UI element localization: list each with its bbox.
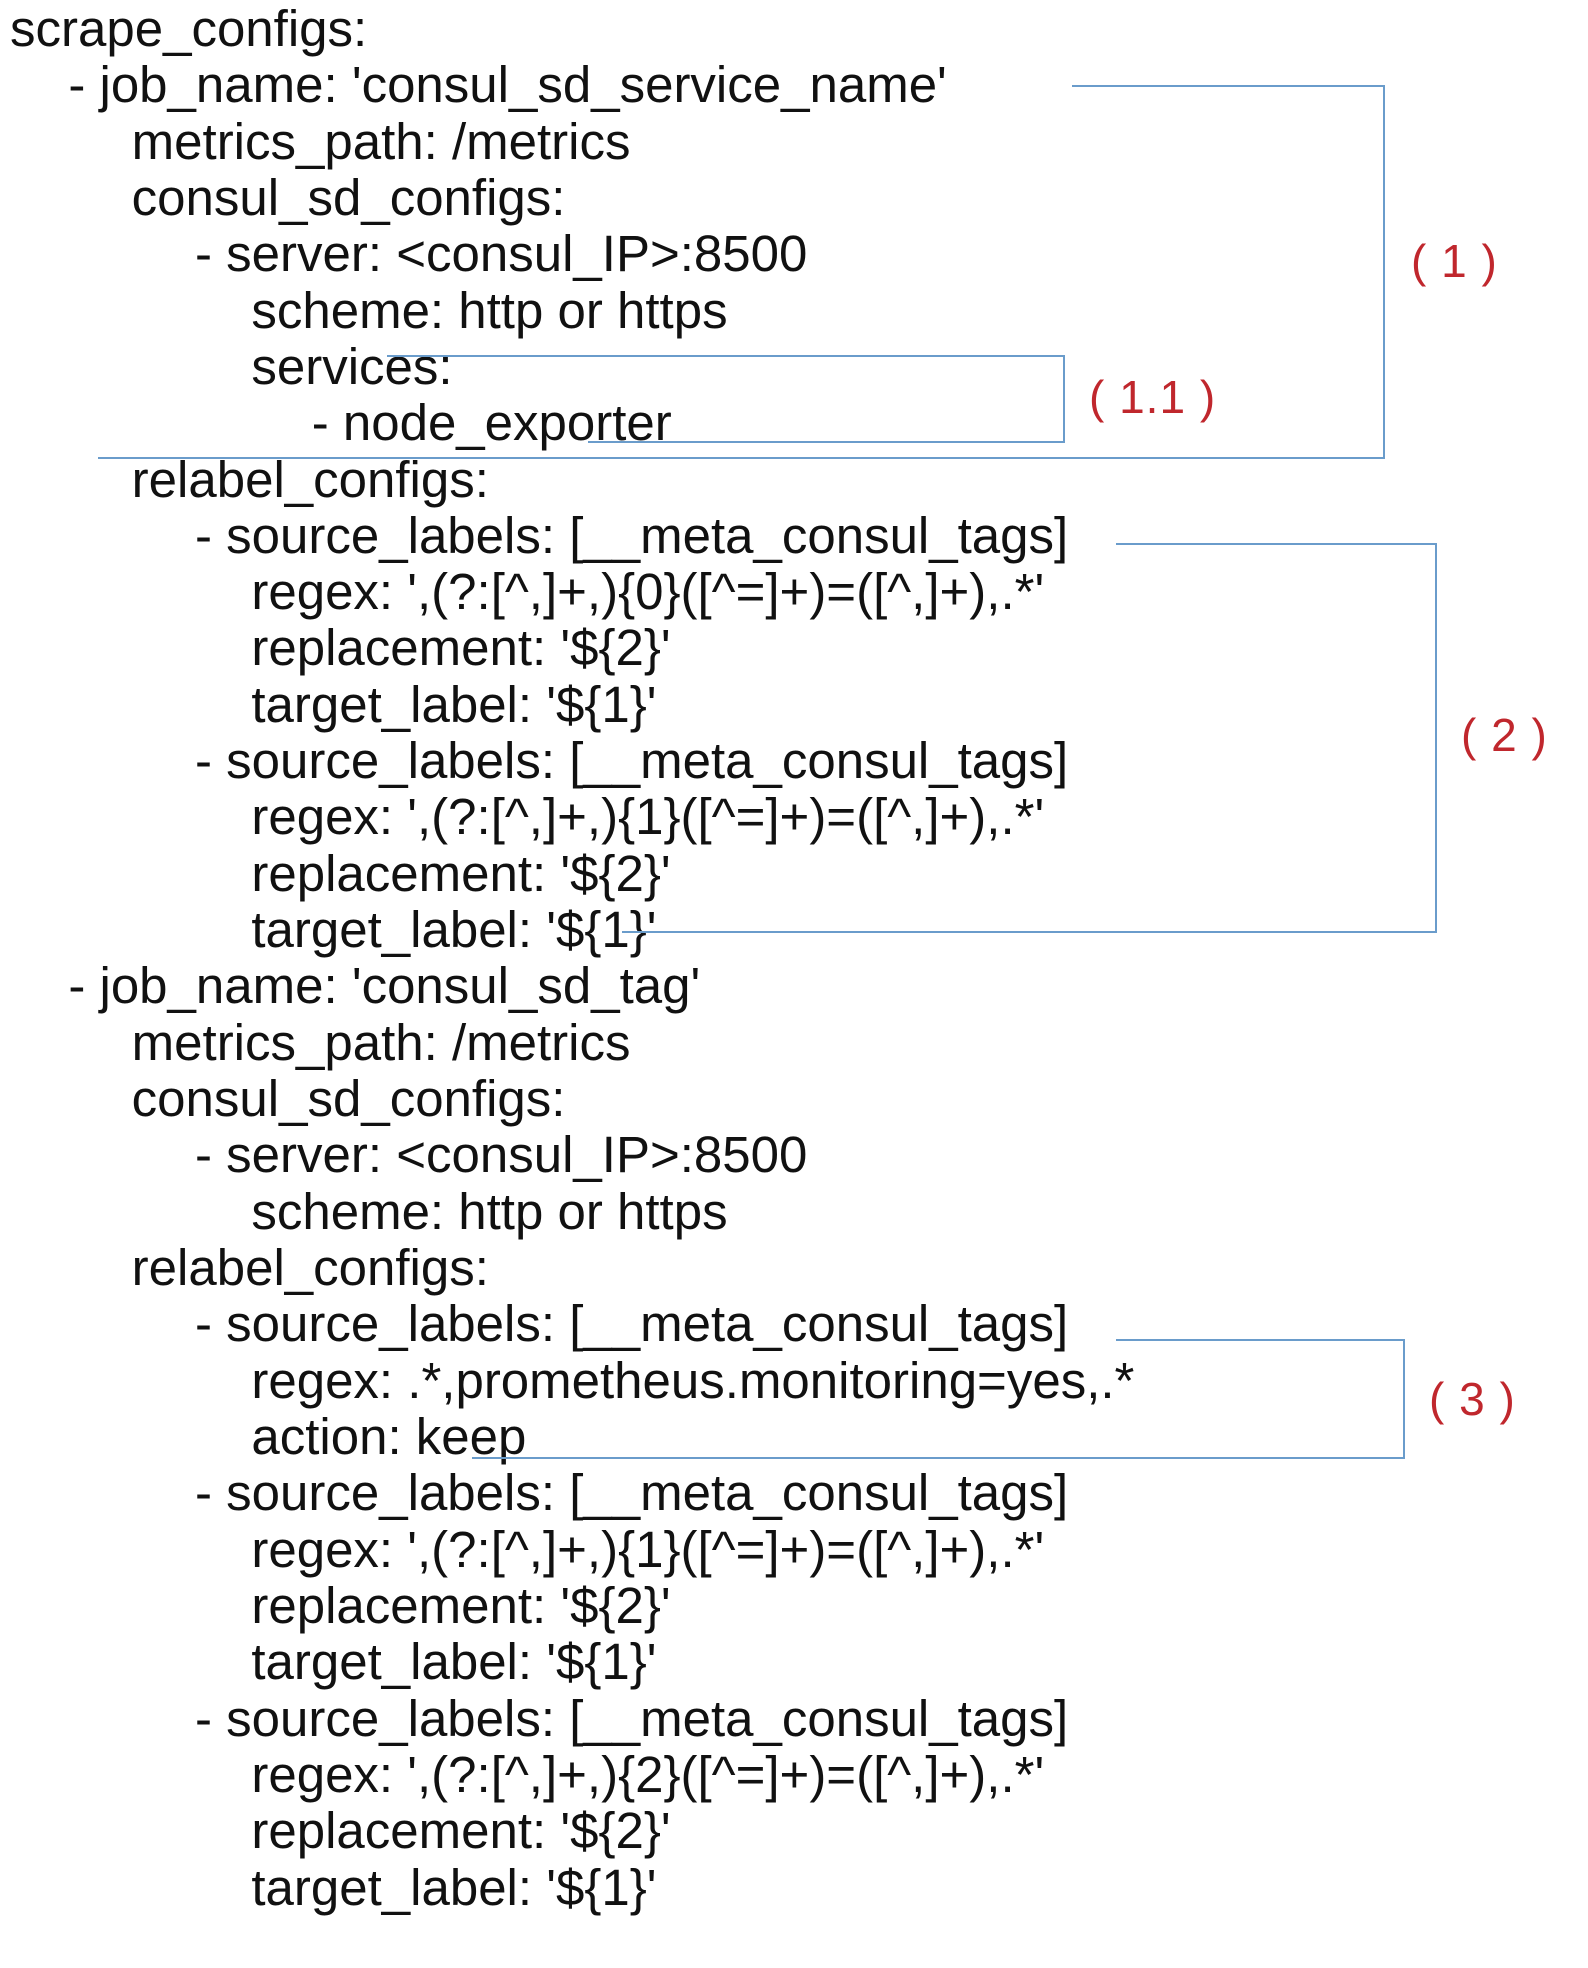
code-line: - job_name: 'consul_sd_tag': [40, 957, 701, 1014]
annotation-2: ( 2 ): [1461, 709, 1548, 761]
code-line: target_label: '${1}': [138, 1859, 657, 1916]
code-line: target_label: '${1}': [138, 1633, 657, 1690]
code-line: - source_labels: [__meta_consul_tags]: [110, 1295, 1069, 1352]
code-line: action: keep: [138, 1408, 527, 1465]
code-line: regex: .*,prometheus.monitoring=yes,.*: [138, 1352, 1135, 1409]
code-line: replacement: '${2}': [138, 619, 671, 676]
code-line: target_label: '${1}': [138, 901, 657, 958]
annotation-3: ( 3 ): [1429, 1373, 1516, 1425]
code-line: - job_name: 'consul_sd_service_name': [40, 56, 947, 113]
code-line: scheme: http or https: [138, 282, 728, 339]
code-line: metrics_path: /metrics: [75, 113, 631, 170]
code-line: - server: <consul_IP>:8500: [110, 1126, 808, 1183]
code-line: relabel_configs:: [75, 451, 489, 508]
code-line: scrape_configs:: [10, 0, 368, 57]
code-line: consul_sd_configs:: [75, 169, 566, 226]
code-line: scheme: http or https: [138, 1183, 728, 1240]
code-line: - source_labels: [__meta_consul_tags]: [110, 732, 1069, 789]
code-line: metrics_path: /metrics: [75, 1014, 631, 1071]
code-line: replacement: '${2}': [138, 845, 671, 902]
code-line: consul_sd_configs:: [75, 1070, 566, 1127]
code-line: replacement: '${2}': [138, 1577, 671, 1634]
code-line: regex: ',(?:[^,]+,){0}([^=]+)=([^,]+),.*…: [138, 563, 1045, 620]
code-line: - source_labels: [__meta_consul_tags]: [110, 1690, 1069, 1747]
code-line: regex: ',(?:[^,]+,){1}([^=]+)=([^,]+),.*…: [138, 788, 1045, 845]
code-line: - server: <consul_IP>:8500: [110, 225, 808, 282]
code-line: services:: [138, 338, 453, 395]
code-line: relabel_configs:: [75, 1239, 489, 1296]
code-line: - source_labels: [__meta_consul_tags]: [110, 507, 1069, 564]
annotation-1-1: ( 1.1 ): [1089, 371, 1217, 423]
code-line: target_label: '${1}': [138, 676, 657, 733]
code-line: replacement: '${2}': [138, 1802, 671, 1859]
code-line: - source_labels: [__meta_consul_tags]: [110, 1464, 1069, 1521]
code-line: - node_exporter: [170, 394, 672, 451]
annotation-1: ( 1 ): [1411, 235, 1498, 287]
code-line: regex: ',(?:[^,]+,){1}([^=]+)=([^,]+),.*…: [138, 1521, 1045, 1578]
code-line: regex: ',(?:[^,]+,){2}([^=]+)=([^,]+),.*…: [138, 1746, 1045, 1803]
